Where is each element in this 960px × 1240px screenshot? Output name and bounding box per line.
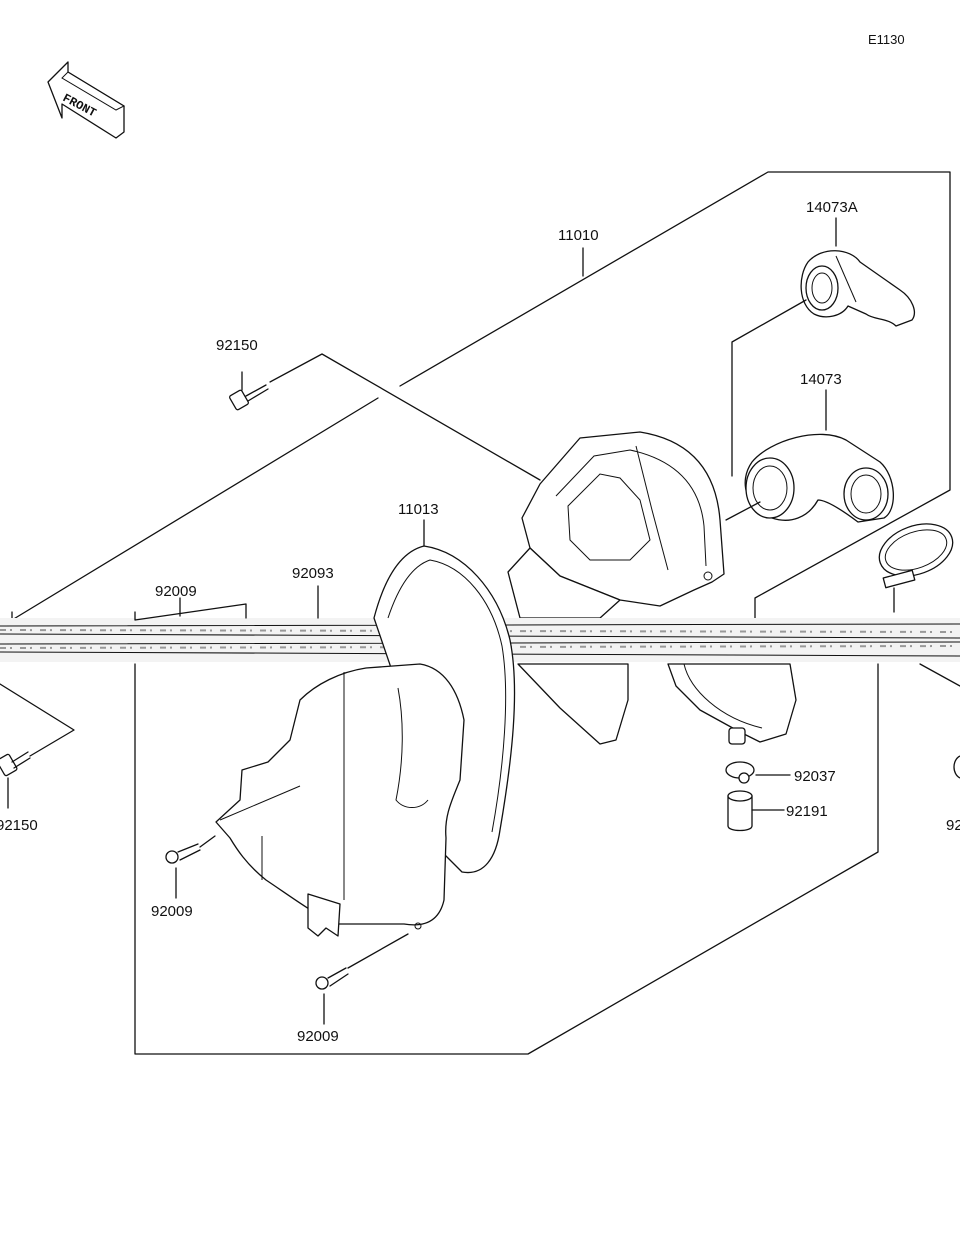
screw-92009-bottom-icon xyxy=(315,967,349,990)
air-cleaner-housing-icon xyxy=(507,431,797,745)
front-arrow-icon: FRONT xyxy=(47,61,126,139)
label-92037: 92037 xyxy=(794,768,836,785)
leader-14073-b xyxy=(725,501,761,521)
label-92150-left: 92150 xyxy=(0,817,38,834)
label-92191: 92191 xyxy=(786,803,828,820)
intake-duct-14073A-icon xyxy=(800,250,915,327)
diagram-code: E1130 xyxy=(868,32,905,47)
assembly-bracket-11010 xyxy=(11,171,951,621)
label-92150-top: 92150 xyxy=(216,337,258,354)
leader-92009-mid-b xyxy=(199,835,216,848)
label-11013: 11013 xyxy=(398,501,439,518)
label-14073: 14073 xyxy=(800,371,842,388)
label-92009-bottom: 92009 xyxy=(297,1028,339,1045)
bolt-92150-top-icon xyxy=(229,371,269,411)
hose-clamp-icon xyxy=(878,523,954,589)
bolt-92150-left-icon xyxy=(0,751,31,809)
leader-92150-top xyxy=(269,353,541,481)
assembly-bracket-cover xyxy=(134,585,879,1055)
leader-92150-left xyxy=(0,683,75,757)
screw-92009-mid-icon xyxy=(165,843,201,864)
drain-tube-92191-icon xyxy=(727,790,753,832)
label-14073A: 14073A xyxy=(806,199,858,216)
label-92009-mid: 92009 xyxy=(151,903,193,920)
label-92009-top: 92009 xyxy=(155,583,197,600)
intake-duct-14073-icon xyxy=(744,433,895,523)
label-92093: 92093 xyxy=(292,565,334,582)
leader-92150-right xyxy=(919,663,960,687)
label-92150-right: 92 xyxy=(946,817,960,834)
bolt-92150-right-icon xyxy=(953,755,960,779)
air-cleaner-cover-icon xyxy=(215,663,465,937)
o-ring-92037-icon xyxy=(725,761,755,784)
leader-14073A-b xyxy=(731,299,807,477)
leader-92009-bottom-b xyxy=(347,933,409,969)
label-11010: 11010 xyxy=(558,227,599,244)
